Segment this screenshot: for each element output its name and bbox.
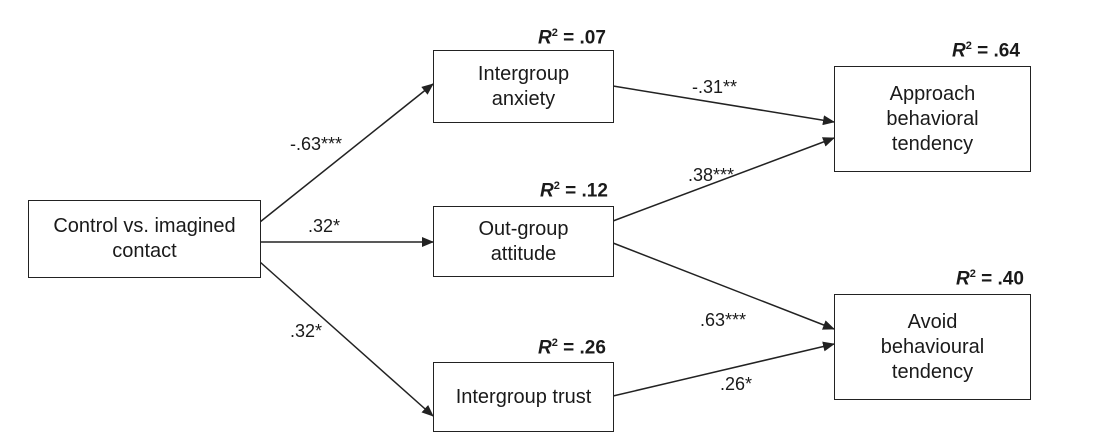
node-control-label: Control vs. imagined contact [53, 215, 236, 262]
node-avoid-label: Avoid behavioural tendency [880, 310, 985, 383]
node-attitude: Out-group attitude [433, 206, 614, 277]
arrow-anxiety-approach [612, 85, 835, 126]
r2-trust: R2 = .26 [538, 337, 606, 359]
coef-control-anxiety: -.63*** [290, 134, 343, 154]
coef-control-trust: .32* [290, 321, 323, 341]
r2-approach-value: .64 [993, 40, 1020, 62]
r2-avoid-value: .40 [997, 268, 1024, 290]
arrow-attitude-approach [612, 137, 835, 222]
coef-trust-avoid: .26* [720, 374, 753, 394]
node-anxiety-label: Intergroup anxiety [477, 62, 570, 110]
coef-anxiety-approach: -.31** [692, 77, 738, 97]
r2-attitude-value: .12 [581, 180, 608, 202]
arrow-control-trust [259, 261, 434, 417]
node-avoid: Avoid behavioural tendency [834, 294, 1031, 400]
arrow-attitude-avoid [612, 242, 835, 330]
r2-anxiety-value: .07 [579, 27, 606, 49]
r2-avoid: R2 = .40 [956, 268, 1024, 290]
node-anxiety: Intergroup anxiety [433, 50, 614, 123]
node-approach: Approach behavioral tendency [834, 66, 1031, 172]
node-control: Control vs. imagined contact [28, 200, 261, 278]
r2-trust-value: .26 [579, 337, 606, 359]
coef-attitude-avoid: .63*** [700, 310, 747, 330]
r2-anxiety: R2 = .07 [538, 27, 606, 49]
node-trust: Intergroup trust [433, 362, 614, 432]
arrow-control-anxiety [259, 83, 434, 223]
r2-approach: R2 = .64 [952, 40, 1020, 62]
coef-attitude-approach: .38*** [688, 165, 735, 185]
node-trust-label: Intergroup trust [455, 385, 592, 408]
arrow-trust-avoid [612, 341, 835, 397]
coef-control-attitude: .32* [308, 216, 341, 236]
node-attitude-label: Out-group attitude [478, 217, 569, 265]
node-approach-label: Approach behavioral tendency [886, 82, 979, 155]
r2-attitude: R2 = .12 [540, 180, 608, 202]
